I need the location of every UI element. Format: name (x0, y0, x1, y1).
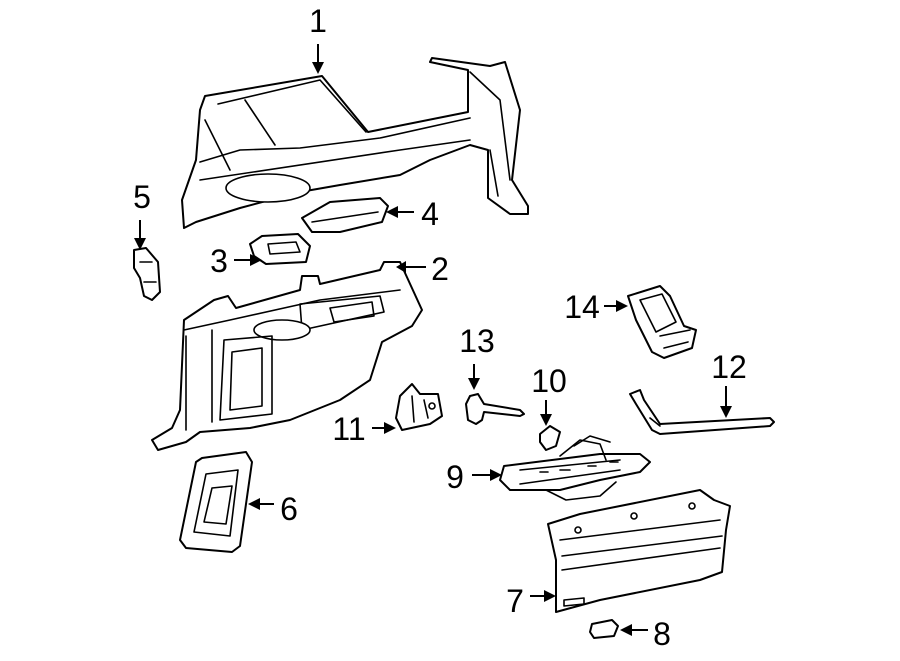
callout-1: 1 (309, 3, 327, 39)
callout-5: 5 (133, 179, 151, 215)
part-12-lug-wrench (629, 389, 775, 435)
part-14-holder (627, 285, 697, 359)
part-11-bracket (395, 383, 443, 431)
part-7-cargo-panel (547, 489, 731, 613)
part-9-jack (499, 435, 651, 501)
callout-14: 14 (564, 289, 600, 325)
callout-7: 7 (506, 583, 524, 619)
callout-labels: 1 2 3 4 5 6 7 8 9 10 11 12 13 14 (133, 3, 747, 652)
callout-6: 6 (280, 491, 298, 527)
part-10-jack-handle (539, 425, 561, 451)
callout-13: 13 (459, 323, 495, 359)
part-6-cover-panel (179, 451, 253, 553)
part-13-wrench (465, 393, 525, 425)
part-8-clip (589, 619, 619, 639)
part-1-upper-quarter-trim (181, 57, 529, 229)
callout-2: 2 (431, 251, 449, 287)
callout-12: 12 (711, 349, 747, 385)
callout-4: 4 (421, 196, 439, 232)
callout-3: 3 (210, 243, 228, 279)
part-5-clip (133, 247, 161, 301)
callout-10: 10 (531, 363, 567, 399)
leader-lines (134, 44, 732, 636)
part-4-pad (301, 197, 389, 233)
callout-11: 11 (332, 411, 365, 447)
part-2-lower-quarter-trim (151, 261, 423, 451)
callout-8: 8 (653, 616, 671, 652)
callout-9: 9 (446, 459, 464, 495)
